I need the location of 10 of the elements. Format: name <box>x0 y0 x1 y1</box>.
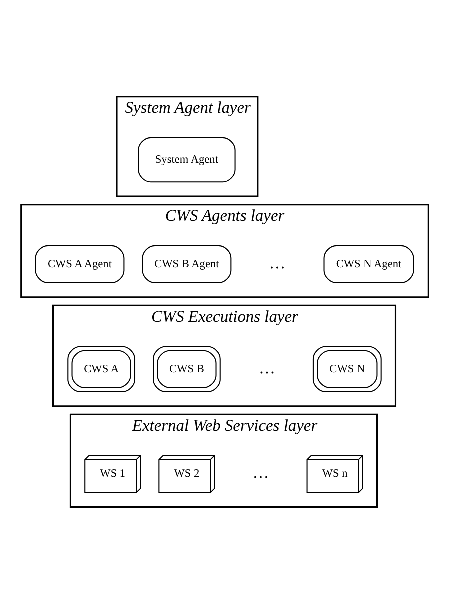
node-box: CWS B <box>152 346 220 392</box>
label: … <box>258 358 275 377</box>
node-box: CWS N <box>312 346 382 392</box>
node-box: System Agent <box>138 136 236 182</box>
label: … <box>268 252 286 272</box>
node-box: CWS A <box>67 346 136 392</box>
node-box: CWS A Agent <box>34 244 124 283</box>
node-box: CWS B Agent <box>142 244 232 283</box>
node-box: CWS N Agent <box>323 244 414 283</box>
label: … <box>252 462 269 482</box>
